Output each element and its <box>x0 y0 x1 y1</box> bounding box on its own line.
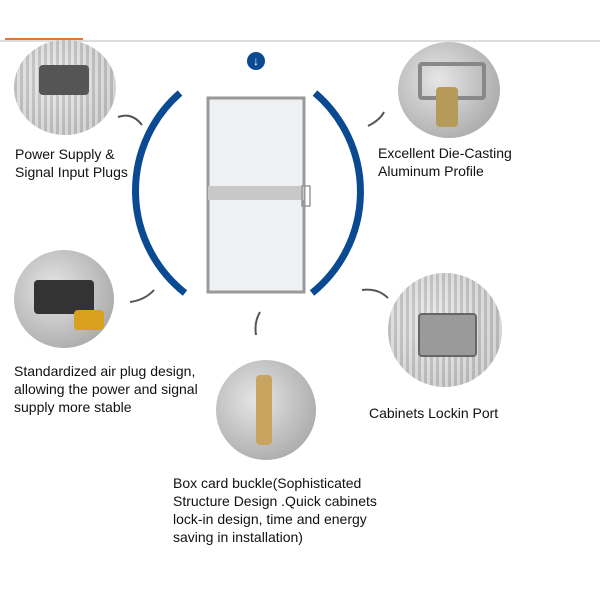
air-plug-photo <box>14 250 114 348</box>
right-arc <box>309 90 364 296</box>
feature-label-buckle: Box card buckle(Sophisticated Structure … <box>173 475 377 545</box>
box-buckle-photo <box>216 360 316 460</box>
arrow-icon <box>129 289 155 303</box>
arrow-icon <box>361 288 389 299</box>
active-tab-indicator <box>5 38 83 40</box>
led-cabinet <box>206 96 311 294</box>
feature-label-profile: Excellent Die-Casting Aluminum Profile <box>378 145 512 179</box>
arrow-icon <box>367 111 385 127</box>
arrow-icon <box>254 311 261 336</box>
power-plug-photo <box>14 40 116 135</box>
die-casting-photo <box>398 42 500 138</box>
feature-label-air-plug: Standardized air plug design, allowing t… <box>14 363 198 415</box>
arrow-down-icon[interactable]: ↓ <box>247 52 265 70</box>
arrows <box>117 111 389 336</box>
feature-label-lockin: Cabinets Lockin Port <box>369 405 499 421</box>
left-arc <box>132 90 188 296</box>
arrow-icon <box>117 114 143 126</box>
lockin-port-photo <box>388 273 502 387</box>
feature-label-power: Power Supply & Signal Input Plugs <box>15 146 128 180</box>
top-divider <box>0 40 600 42</box>
